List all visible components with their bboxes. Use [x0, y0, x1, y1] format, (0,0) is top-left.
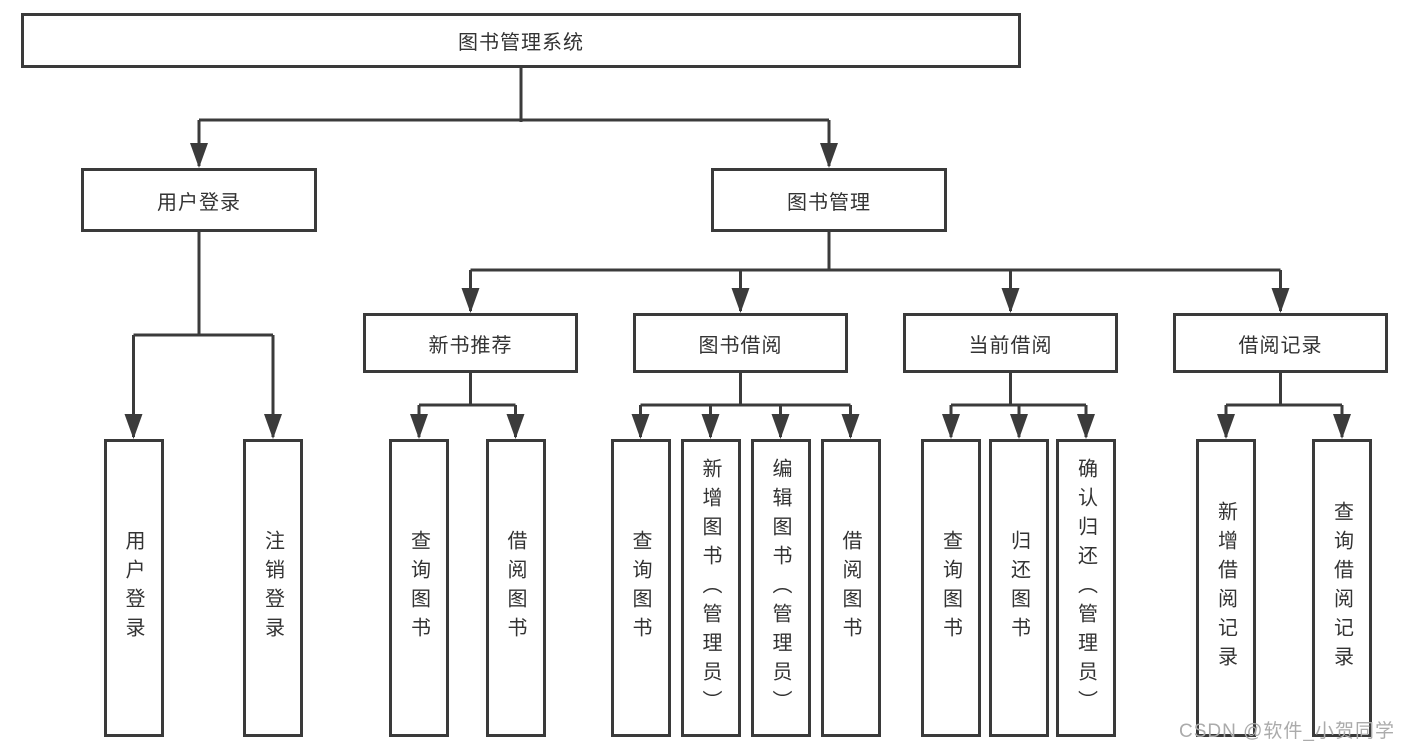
leaf-edit-book-admin: 编辑图书（管理员）: [750, 439, 811, 737]
leaf-user-login: 用户登录: [103, 439, 164, 737]
leaf-borrow-books-borrowing: 借阅图书: [820, 439, 881, 737]
leaf-query-borrow-record: 查询借阅记录: [1312, 439, 1372, 737]
leaf-query-books-borrowing: 查询图书: [610, 439, 671, 737]
node-borrowing-records: 借阅记录: [1173, 313, 1388, 373]
node-current-borrowing: 当前借阅: [903, 313, 1118, 373]
node-user-login: 用户登录: [81, 168, 317, 232]
leaf-add-borrow-record: 新增借阅记录: [1196, 439, 1256, 737]
leaf-logout: 注销登录: [243, 439, 303, 737]
leaf-borrow-books-recommend: 借阅图书: [485, 439, 546, 737]
leaf-confirm-return-admin: 确认归还（管理员）: [1056, 439, 1116, 737]
leaf-query-books-current: 查询图书: [921, 439, 981, 737]
arrowheads: [124, 143, 1351, 439]
node-book-borrowing: 图书借阅: [633, 313, 848, 373]
leaf-query-books-recommend: 查询图书: [389, 439, 449, 737]
leaf-add-book-admin: 新增图书（管理员）: [680, 439, 741, 737]
leaf-return-books: 归还图书: [989, 439, 1049, 737]
node-root: 图书管理系统: [21, 13, 1021, 68]
node-book-management: 图书管理: [711, 168, 947, 232]
watermark: CSDN @软件_小贺同学: [1179, 721, 1395, 742]
node-new-book-recommend: 新书推荐: [363, 313, 578, 373]
